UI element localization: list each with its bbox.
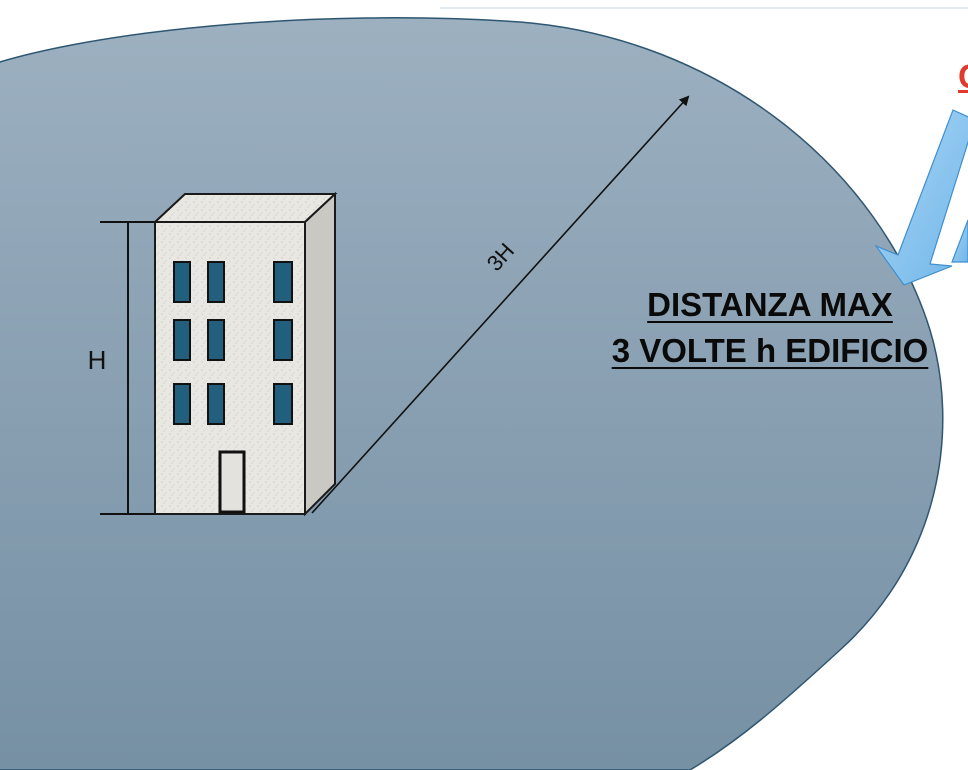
building-icon bbox=[152, 191, 338, 517]
window bbox=[273, 383, 293, 425]
top-right-fragment: C bbox=[958, 58, 968, 97]
door bbox=[218, 450, 246, 514]
window bbox=[207, 261, 225, 303]
window bbox=[173, 319, 191, 361]
window bbox=[273, 261, 293, 303]
window bbox=[207, 319, 225, 361]
window bbox=[273, 319, 293, 361]
window bbox=[173, 261, 191, 303]
callout-arrow-icon bbox=[874, 109, 968, 286]
height-label: H bbox=[88, 345, 107, 375]
window bbox=[173, 383, 191, 425]
caption-line-1: DISTANZA MAX bbox=[647, 286, 893, 323]
height-dimension bbox=[100, 221, 158, 515]
caption-line-2: 3 VOLTE h EDIFICIO bbox=[611, 332, 929, 369]
window bbox=[207, 383, 225, 425]
caption: DISTANZA MAX 3 VOLTE h EDIFICIO bbox=[560, 282, 968, 374]
radius-line bbox=[311, 95, 690, 514]
influence-area bbox=[0, 17, 944, 770]
